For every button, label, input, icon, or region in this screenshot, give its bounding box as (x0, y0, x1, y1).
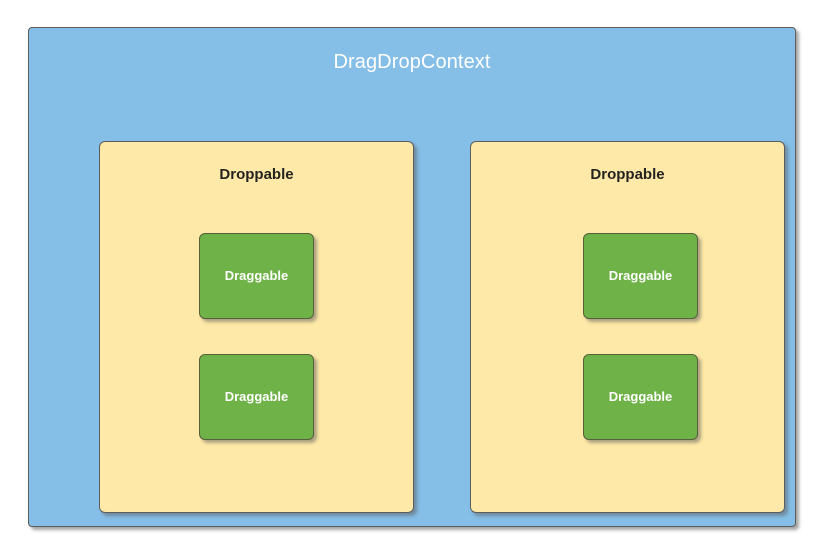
draggable-label: Draggable (224, 268, 289, 283)
droppable-container-right[interactable]: Droppable (470, 141, 785, 513)
draggable-item-left-1[interactable]: Draggable (199, 233, 314, 319)
droppable-label-right: Droppable (590, 166, 665, 183)
draggable-item-left-2[interactable]: Draggable (199, 354, 314, 440)
drag-drop-context-label: DragDropContext (333, 51, 491, 73)
droppable-container-left[interactable]: Droppable (99, 141, 414, 513)
draggable-label: Draggable (224, 389, 289, 404)
draggable-item-right-2[interactable]: Draggable (583, 354, 698, 440)
draggable-label: Draggable (608, 268, 673, 283)
drag-drop-context-container[interactable]: DragDropContext Droppable Droppable Drag… (28, 27, 796, 527)
draggable-item-right-1[interactable]: Draggable (583, 233, 698, 319)
droppable-label-left: Droppable (219, 166, 294, 183)
draggable-label: Draggable (608, 389, 673, 404)
